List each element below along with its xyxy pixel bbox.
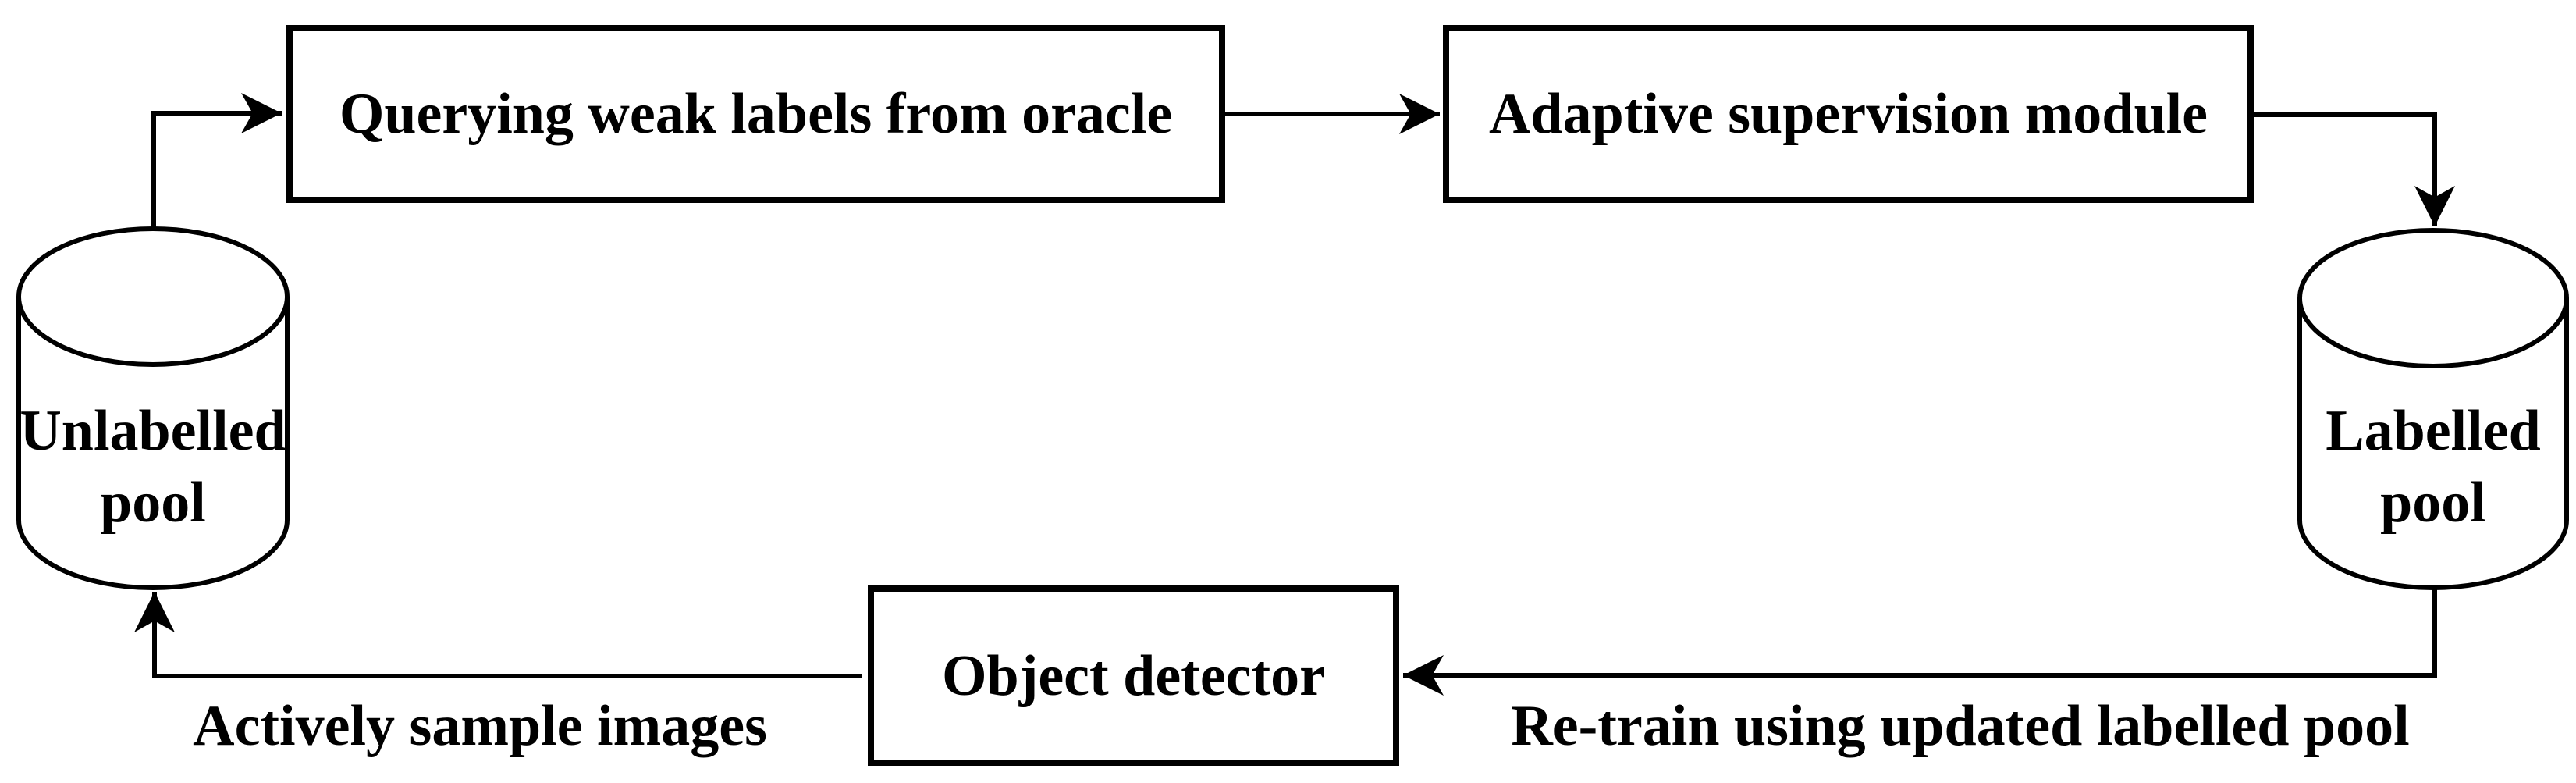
arrow-labelled-to-detector [1403,588,2437,696]
node-querying-weak-labels-label: Querying weak labels from oracle [339,82,1173,146]
node-object-detector-label: Object detector [941,643,1325,708]
arrow-unlabelled-to-querying [151,93,282,229]
arrow-detector-to-unlabelled [134,592,862,678]
node-object-detector: Object detector [868,585,1399,766]
edge-label-actively-sample-images: Actively sample images [193,694,767,758]
node-adaptive-supervision-module-label: Adaptive supervision module [1488,82,2208,146]
node-adaptive-supervision-module: Adaptive supervision module [1443,25,2254,203]
node-querying-weak-labels: Querying weak labels from oracle [286,25,1225,203]
arrow-adaptive-to-labelled [2254,112,2455,226]
node-labelled-pool-label: Labelled pool [2326,399,2541,535]
cylinder-labelled-pool [2297,228,2569,590]
edge-label-retrain-updated-pool: Re-train using updated labelled pool [1511,694,2410,758]
node-unlabelled-pool-label: Unlabelled pool [20,399,286,535]
